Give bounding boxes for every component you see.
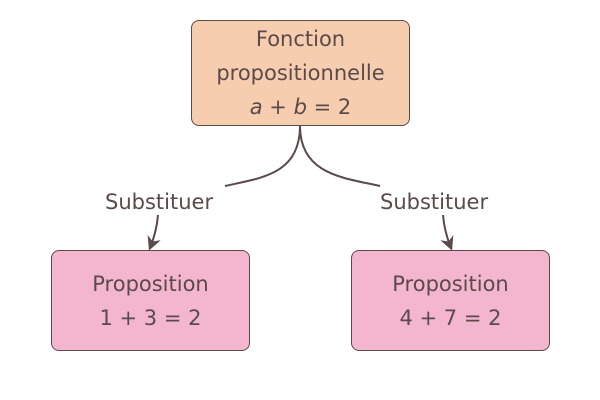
proposition-value: 4 + 7 = 2 — [399, 305, 502, 330]
connector-left — [224, 125, 301, 187]
root-title-line2: propositionnelle — [216, 61, 385, 85]
arrow-right — [440, 214, 454, 251]
edge-label-substituer-right: Substituer — [376, 189, 493, 215]
propositional-function-node: Fonction propositionnelle a + b = 2 — [191, 20, 410, 126]
proposition-node-right: Proposition 4 + 7 = 2 — [351, 250, 550, 351]
formula-equals: = 2 — [306, 95, 352, 119]
proposition-value: 1 + 3 = 2 — [99, 305, 202, 330]
proposition-node-left: Proposition 1 + 3 = 2 — [51, 250, 250, 351]
connector-right — [299, 125, 381, 187]
formula-var-b: b — [293, 95, 307, 119]
formula-var-a: a — [249, 95, 263, 119]
formula-plus: + — [262, 95, 294, 119]
proposition-title: Proposition — [392, 271, 509, 296]
arrow-left — [147, 214, 161, 251]
root-title-line1: Fonction — [255, 27, 346, 51]
root-formula: a + b = 2 — [250, 90, 351, 124]
edge-label-substituer-left: Substituer — [101, 189, 218, 215]
proposition-title: Proposition — [92, 271, 209, 296]
